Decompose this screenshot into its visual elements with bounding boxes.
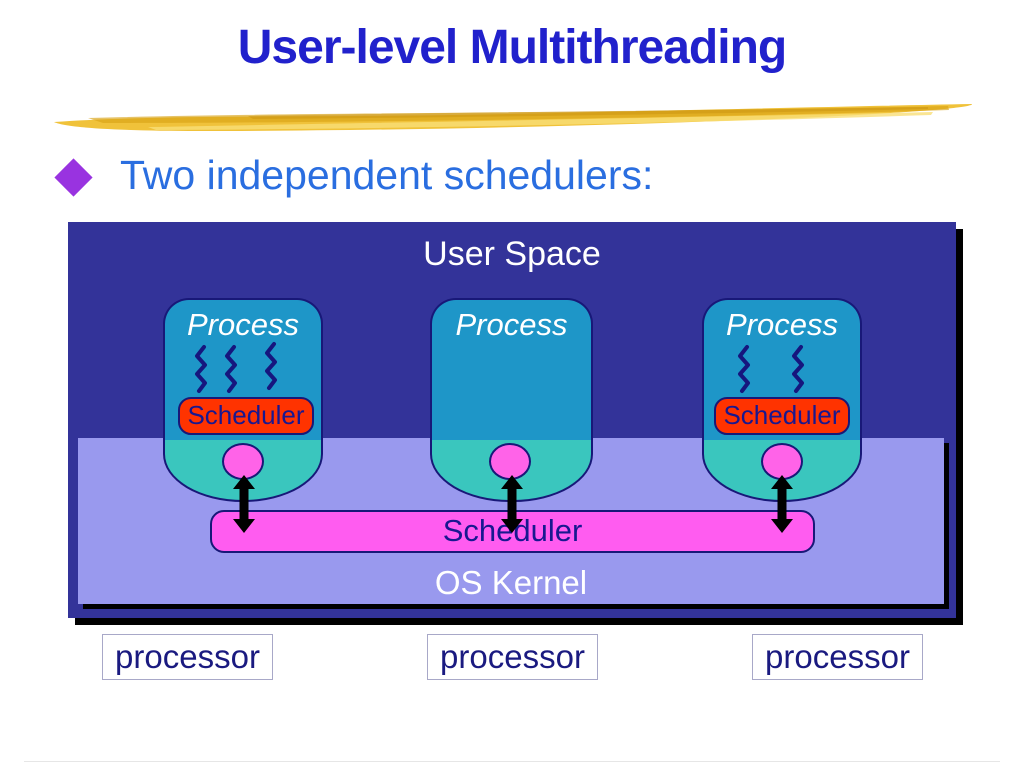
- os-kernel-label: OS Kernel: [434, 564, 588, 601]
- user-space-label: User Space: [423, 235, 601, 273]
- process-3-label: Process: [726, 307, 838, 342]
- process-box-1: Process Scheduler: [163, 298, 323, 502]
- thread-squiggle-icon: [792, 345, 804, 393]
- kernel-thread-pin-2: [489, 443, 531, 480]
- processor-box-3: processor: [752, 634, 923, 680]
- process-2-label: Process: [455, 307, 568, 342]
- thread-squiggle-icon: [265, 342, 277, 390]
- slide-title: User-level Multithreading: [237, 21, 787, 74]
- thread-squiggle-icon: [195, 345, 207, 393]
- process-box-3: Process Scheduler: [702, 298, 862, 502]
- user-space-box: User Space OS Kernel Process Scheduler P…: [68, 222, 956, 618]
- brush-underline-graphic: [54, 104, 973, 131]
- bullet-text: Two independent schedulers:: [120, 152, 654, 198]
- double-arrow-icon: [771, 475, 793, 533]
- user-scheduler-box-3: Scheduler: [714, 397, 850, 435]
- process-1-label: Process: [187, 307, 299, 342]
- thread-squiggle-icon: [225, 345, 237, 393]
- process-1-user-part: Process Scheduler: [163, 298, 323, 440]
- double-arrow-icon: [233, 475, 255, 533]
- slide-bottom-rule: [24, 761, 1000, 762]
- process-2-user-part: Process: [430, 298, 593, 440]
- thread-squiggle-icon: [738, 345, 750, 393]
- user-scheduler-box-1: Scheduler: [178, 397, 314, 435]
- double-arrow-icon: [501, 475, 523, 533]
- process-3-user-part: Process Scheduler: [702, 298, 862, 440]
- processor-box-1: processor: [102, 634, 273, 680]
- process-box-2: Process: [430, 298, 593, 502]
- bullet-diamond-icon: [54, 158, 93, 197]
- processor-box-2: processor: [427, 634, 598, 680]
